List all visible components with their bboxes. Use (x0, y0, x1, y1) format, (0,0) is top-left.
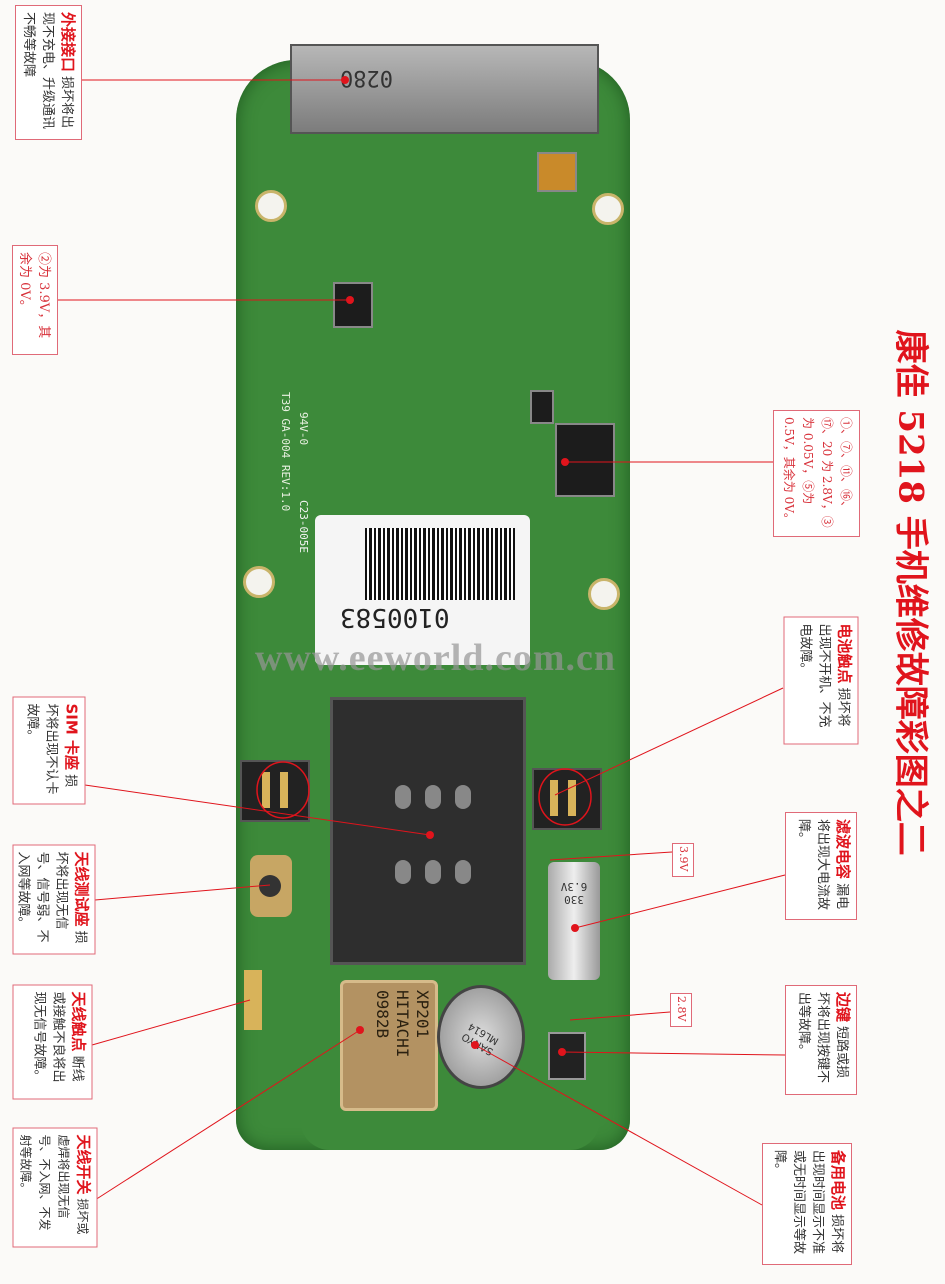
annotation-backup-battery: 备用电池 损坏将出现时间显示不准或无时间显示等故障。 (762, 1143, 852, 1265)
annotation-ic-voltage-2: ①、⑦、⑪、⑯、⑰、20 为 2.8V，③为 0.05V，⑤为 0.5V，其余为… (773, 410, 860, 537)
annotation-title: 外接接口 (59, 12, 77, 73)
leader-line (574, 874, 786, 929)
annotation-antenna-switch: 天线开关 损坏或虚焊将出现无信号、不入网、不发射等故障。 (12, 1127, 98, 1248)
barcode (365, 528, 515, 600)
annotation-title: 电池触点 (835, 623, 854, 684)
mounting-hole (588, 578, 620, 610)
sim-card-holder (330, 697, 526, 965)
annotation-antenna-test-socket: 天线测试座 损坏将出现无信号、信号弱、不入网等故障。 (12, 844, 96, 955)
annotation-sim-holder: SIM 卡座 损坏将出现不认卡故障。 (12, 696, 86, 805)
annotation-title: 备用电池 (829, 1150, 847, 1211)
annotation-title: 滤波电容 (834, 819, 852, 880)
annotation-external-port: 外接接口 损坏将出现不充电、升级通讯不畅等故障 (15, 5, 82, 140)
filter-capacitor (548, 862, 600, 980)
leader-line (91, 999, 251, 1046)
mounting-hole (243, 566, 275, 598)
backup-coin-battery (437, 985, 525, 1089)
leader-line (561, 1051, 786, 1056)
annotation-desc: 2.8V (675, 996, 688, 1022)
watermark: www.eeworld.com.cn (255, 637, 616, 679)
page-title: 康佳 5218 手机维修故障彩图之二 (890, 329, 931, 856)
annotation-desc: ②为 3.9V，其余为 0V。 (17, 252, 51, 339)
annotation-title: 边键 (834, 992, 852, 1023)
leader-line (549, 851, 673, 861)
annotation-antenna-contact: 天线触点 断线或接触不良将出现无信号故障。 (12, 984, 93, 1100)
annotation-filter-capacitor: 滤波电容 漏电将出现大电流故障。 (785, 812, 857, 920)
page-title-wrapper: 康佳 5218 手机维修故障彩图之二 (885, 329, 935, 856)
tantalum-capacitor (537, 152, 577, 192)
annotation-title: 天线测试座 (72, 851, 91, 927)
annotation-desc: 3.9V (677, 846, 690, 872)
annotation-voltage-3v9: 3.9V (672, 843, 694, 877)
leader-line (94, 884, 271, 901)
side-key-switch (548, 1032, 586, 1080)
annotation-desc: ①、⑦、⑪、⑯、⑰、20 为 2.8V，③为 0.05V，⑤为 0.5V，其余为… (782, 417, 853, 528)
antenna-socket-core (259, 875, 281, 897)
annotation-title: 天线触点 (69, 991, 88, 1052)
annotation-ic-voltage-1: ②为 3.9V，其余为 0V。 (12, 245, 58, 355)
annotation-voltage-2v8: 2.8V (670, 993, 692, 1027)
leader-line (474, 1044, 763, 1206)
annotation-title: SIM 卡座 (62, 703, 81, 771)
leader-line (94, 1029, 361, 1201)
leader-line (569, 1011, 671, 1021)
annotation-side-key: 边键 短路或损坏将出现按键不出等故障。 (785, 985, 857, 1095)
leader-line (84, 784, 431, 836)
annotation-battery-contact: 电池触点 损坏将出现不开机、不充电故障。 (783, 616, 859, 745)
external-connector (290, 44, 599, 134)
antenna-contact-pad (244, 970, 262, 1030)
antenna-switch-module (340, 980, 438, 1111)
annotation-title: 天线开关 (74, 1134, 93, 1195)
mounting-hole (592, 193, 624, 225)
mounting-hole (255, 190, 287, 222)
leader-line (554, 687, 784, 796)
power-ic-chip (333, 282, 373, 328)
small-component (530, 390, 554, 424)
